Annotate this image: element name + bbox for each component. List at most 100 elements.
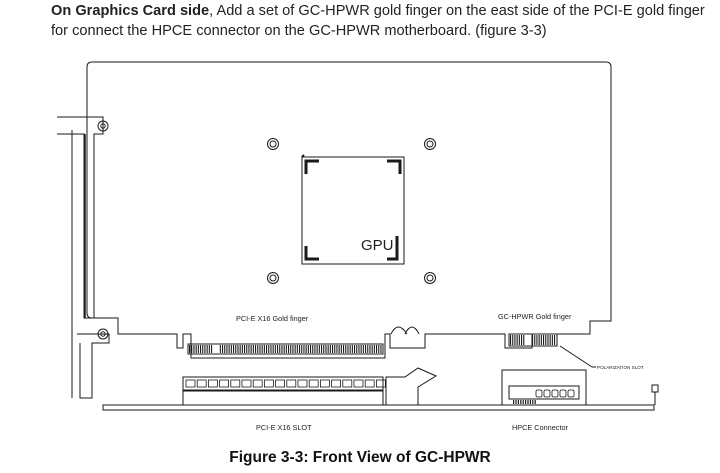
- gold-finger-pin: [211, 345, 213, 353]
- gold-finger-pin: [351, 345, 353, 353]
- gold-finger-pin: [325, 345, 327, 353]
- gold-finger-pin: [228, 345, 230, 353]
- gold-finger-pin: [327, 345, 329, 353]
- gold-finger-pin: [290, 345, 292, 353]
- gold-finger-pin: [193, 345, 195, 353]
- gold-finger-pin: [510, 335, 512, 345]
- gold-finger-pin: [540, 335, 542, 345]
- gold-finger-pin: [197, 345, 199, 353]
- gold-finger-pin: [237, 345, 239, 353]
- gold-finger-pin: [261, 345, 263, 353]
- gold-finger-pin: [206, 345, 208, 353]
- gold-finger-pin: [233, 345, 235, 353]
- bracket-screw-top: [97, 120, 109, 132]
- gold-finger-pin: [200, 345, 202, 353]
- gold-finger-pin: [380, 345, 382, 353]
- gpu-label: GPU: [361, 237, 394, 254]
- connector-pin: [551, 389, 559, 398]
- gold-finger-pin: [272, 345, 274, 353]
- gold-finger-pin: [296, 345, 298, 353]
- polarization-slot-label: POLARIZATION SLOT: [597, 365, 644, 370]
- gold-finger-pin: [334, 345, 336, 353]
- gold-finger-pin: [338, 345, 340, 353]
- hpce-connector: [501, 369, 587, 406]
- gold-finger-pin: [288, 345, 290, 353]
- slot-cell: [185, 379, 196, 388]
- gold-finger-pin: [257, 345, 259, 353]
- gold-finger-pin: [266, 345, 268, 353]
- hpwr-gold-finger: [508, 333, 558, 347]
- pcie-gold-finger: [187, 343, 384, 355]
- gold-finger-pin: [204, 345, 206, 353]
- intro-text: , Add a set of GC-HPWR gold finger on th…: [51, 3, 705, 39]
- gold-finger-pin: [534, 335, 536, 345]
- gold-finger-pin: [202, 345, 204, 353]
- gold-finger-pin: [255, 345, 257, 353]
- gold-finger-pin: [301, 345, 303, 353]
- gold-finger-pin: [246, 345, 248, 353]
- gold-finger-pin: [345, 345, 347, 353]
- motherboard: [102, 404, 655, 411]
- intro-bold-lead: On Graphics Card side: [51, 3, 210, 19]
- gold-finger-pin: [365, 345, 367, 353]
- pcb-outline: [86, 61, 612, 359]
- gold-finger-pin: [285, 345, 287, 353]
- gold-finger-pin: [516, 335, 518, 345]
- connector-contact: [529, 400, 531, 404]
- connector-contact: [520, 400, 522, 404]
- slot-cell: [252, 379, 263, 388]
- gold-finger-pin: [545, 335, 547, 345]
- gold-finger-pin: [543, 335, 545, 345]
- connector-contact: [515, 400, 517, 404]
- slot-cell: [230, 379, 241, 388]
- bracket-screw-bottom: [97, 328, 109, 340]
- gold-finger-pin: [523, 335, 525, 345]
- gold-finger-pin: [512, 335, 514, 345]
- gold-finger-pin: [314, 345, 316, 353]
- connector-contact: [534, 400, 536, 404]
- connector-contact: [513, 400, 515, 404]
- gold-finger-pin: [373, 345, 375, 353]
- gold-finger-pin: [547, 335, 549, 345]
- gold-finger-pin: [336, 345, 338, 353]
- connector-pin: [543, 389, 551, 398]
- gold-finger-pin: [292, 345, 294, 353]
- gold-finger-pin: [538, 335, 540, 345]
- gold-finger-pin: [514, 335, 516, 345]
- gold-finger-pin: [349, 345, 351, 353]
- gold-finger-pin: [518, 335, 520, 345]
- gold-finger-pin: [303, 345, 305, 353]
- slot-cell: [263, 379, 274, 388]
- gold-finger-pin: [356, 345, 358, 353]
- gold-finger-pin: [316, 345, 318, 353]
- connector-contact: [527, 400, 529, 404]
- gold-finger-pin: [332, 345, 334, 353]
- gold-finger-pin: [312, 345, 314, 353]
- gold-finger-pin: [551, 335, 553, 345]
- gold-finger-pin: [224, 345, 226, 353]
- gold-finger-pin: [329, 345, 331, 353]
- hpce-connector-pins: [513, 389, 575, 404]
- gold-finger-pin: [189, 345, 191, 353]
- gold-finger-pin: [360, 345, 362, 353]
- gold-finger-pin: [340, 345, 342, 353]
- gold-finger-pin: [307, 345, 309, 353]
- gold-finger-pin: [263, 345, 265, 353]
- gold-finger-pin: [250, 345, 252, 353]
- io-bracket: [57, 116, 110, 399]
- gold-finger-pin: [283, 345, 285, 353]
- figure-caption: Figure 3-3: Front View of GC-HPWR: [229, 449, 491, 466]
- connector-contact: [525, 400, 527, 404]
- gold-finger-pin: [310, 345, 312, 353]
- gold-finger-pin: [270, 345, 272, 353]
- gold-finger-pin: [235, 345, 237, 353]
- gold-finger-pin: [305, 345, 307, 353]
- slot-cell: [375, 379, 386, 388]
- slot-cell: [207, 379, 218, 388]
- gpu-package: [301, 156, 405, 265]
- gold-finger-pin: [521, 335, 523, 345]
- gold-finger-pin: [343, 345, 345, 353]
- gold-finger-pin: [241, 345, 243, 353]
- slot-cell: [319, 379, 330, 388]
- slot-cell: [342, 379, 353, 388]
